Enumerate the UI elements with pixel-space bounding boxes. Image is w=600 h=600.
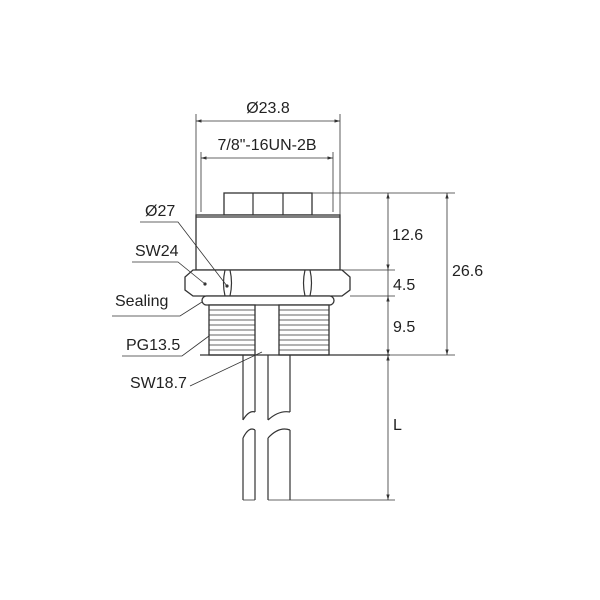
callouts: Ø27 SW24 Sealing PG13.5 SW18.7 [112, 203, 263, 392]
label-wrench-size-bottom: SW18.7 [130, 375, 187, 392]
label-wire-length: L [393, 417, 402, 434]
label-thread-bottom: PG13.5 [126, 337, 180, 354]
connector-body [184, 192, 390, 501]
thread-right [278, 304, 330, 356]
label-sealing: Sealing [115, 293, 168, 310]
label-height-thread: 9.5 [393, 319, 415, 336]
dimension-thread-top: 7/8"-16UN-2B [200, 137, 334, 212]
dimension-heights: 12.6 4.5 9.5 26.6 L [290, 192, 483, 501]
label-thread-top: 7/8"-16UN-2B [217, 137, 316, 154]
label-wrench-size: SW24 [135, 243, 179, 260]
label-height-total: 26.6 [452, 263, 483, 280]
label-height-top: 12.6 [392, 227, 423, 244]
wires [242, 355, 291, 501]
label-nut-diameter: Ø27 [145, 203, 175, 220]
dimension-outer-diameter: Ø23.8 [195, 100, 341, 215]
thread-left [208, 304, 256, 356]
label-height-nut: 4.5 [393, 277, 415, 294]
label-outer-diameter: Ø23.8 [246, 100, 290, 117]
